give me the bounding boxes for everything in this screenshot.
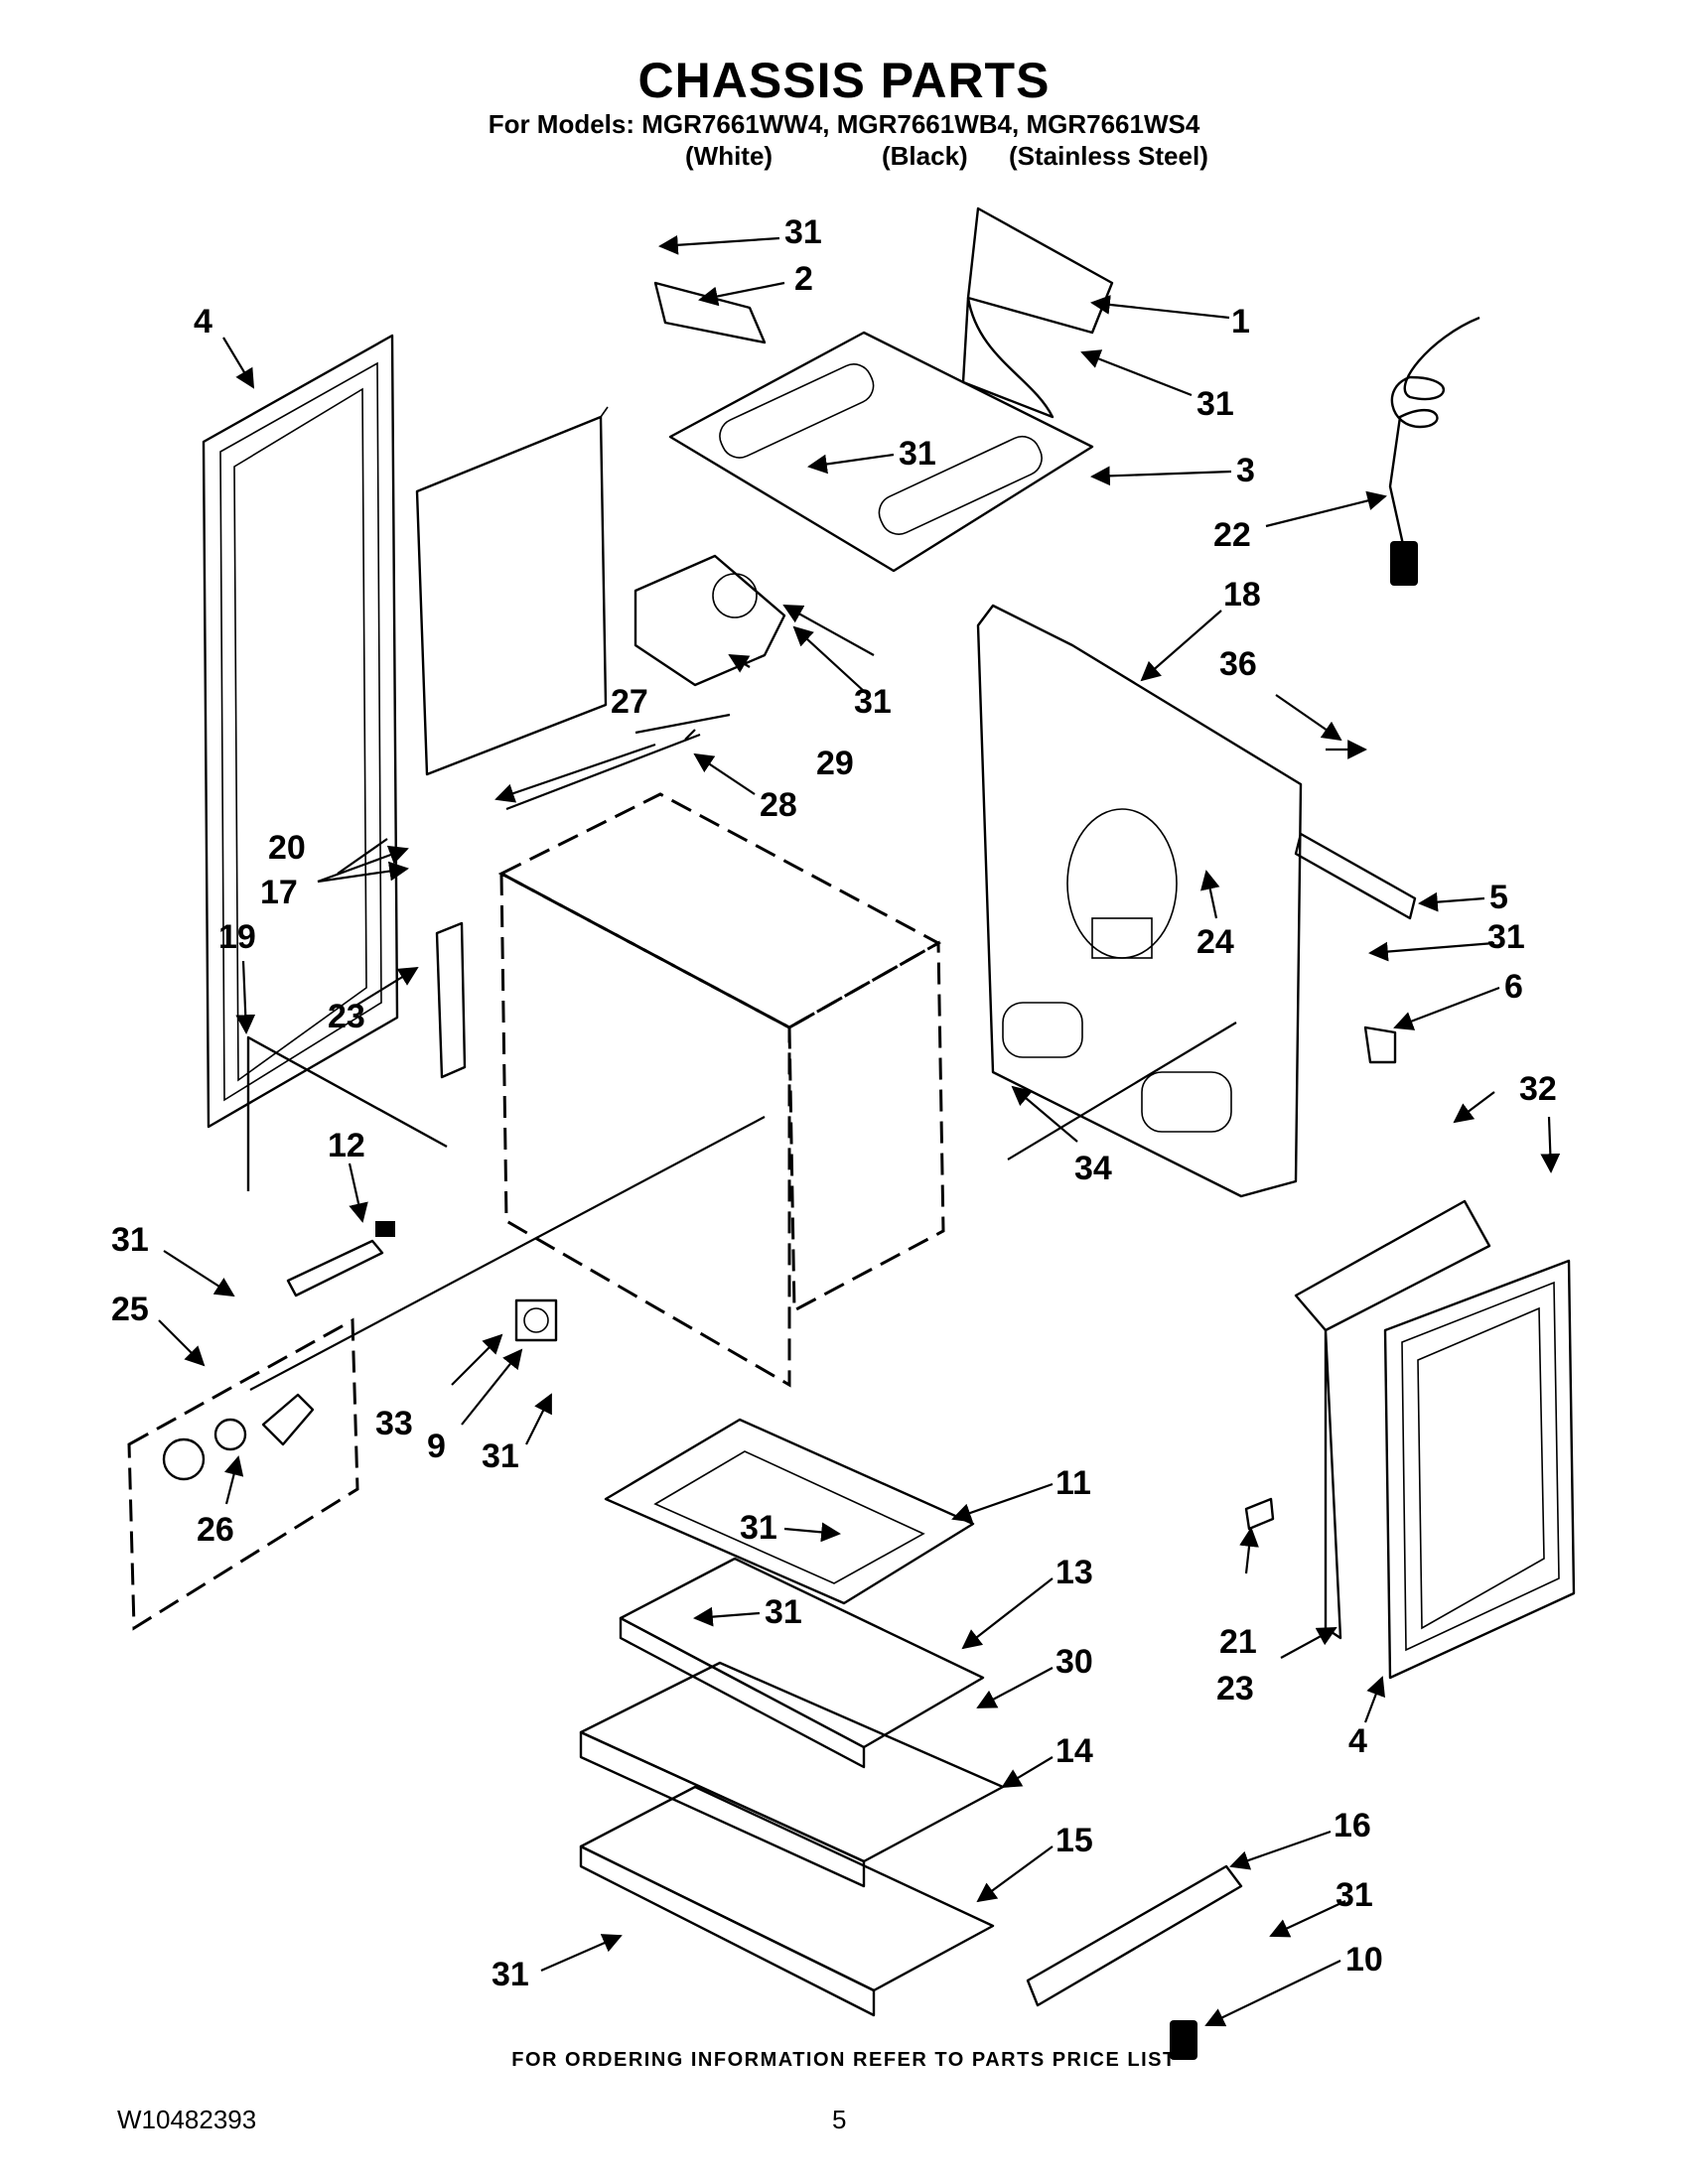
callout-23-right: 23	[1216, 1670, 1254, 1707]
callout-19: 19	[218, 918, 256, 956]
page-number: 5	[832, 2105, 847, 2134]
finish-white: (White)	[685, 141, 774, 171]
callout-24: 24	[1196, 923, 1234, 961]
callout-31-duct: 31	[1196, 385, 1234, 423]
wire-harness	[246, 1035, 448, 1191]
leveling-leg	[1170, 2020, 1197, 2060]
models-line: For Models: MGR7661WW4, MGR7661WB4, MGR7…	[488, 109, 1200, 139]
leader-lines	[158, 234, 1561, 2027]
callout-31-top: 31	[784, 213, 822, 251]
callout-4-left: 4	[194, 303, 212, 341]
callout-36: 36	[1219, 645, 1257, 683]
callout-15: 15	[1055, 1822, 1093, 1859]
callout-29: 29	[816, 745, 854, 782]
callout-numbers: 1 2 3 4 4 5 6 9 10 11 12 13 14 15 16 17 …	[111, 213, 1557, 1993]
callout-14: 14	[1055, 1732, 1093, 1770]
door-clip	[1244, 1497, 1275, 1531]
callout-6: 6	[1504, 968, 1523, 1006]
callout-2: 2	[794, 260, 813, 298]
finish-stainless: (Stainless Steel)	[1009, 141, 1208, 171]
top-bracket	[653, 281, 767, 344]
side-panel-left	[202, 334, 399, 1129]
top-vent-duct	[961, 206, 1114, 419]
ordering-note: FOR ORDERING INFORMATION REFER TO PARTS …	[511, 2049, 1177, 2071]
callout-11: 11	[1055, 1464, 1091, 1502]
callout-31-bottom: 31	[492, 1956, 529, 1993]
callout-22: 22	[1213, 516, 1251, 554]
callout-9: 9	[427, 1428, 446, 1465]
gas-regulator	[633, 554, 786, 687]
safety-valve	[514, 1298, 558, 1342]
oven-cavity-outline	[497, 792, 945, 1388]
power-cord	[1388, 316, 1480, 586]
hinge-bracket-left	[435, 921, 467, 1079]
callout-32: 32	[1519, 1070, 1557, 1108]
storage-drawer	[579, 1661, 1005, 1888]
callout-5: 5	[1489, 879, 1508, 916]
callout-1: 1	[1231, 303, 1250, 341]
callout-31-igniter: 31	[111, 1221, 149, 1259]
broiler-pan	[604, 1418, 975, 1605]
callout-27: 27	[611, 683, 648, 721]
callout-23-left: 23	[328, 998, 365, 1035]
oven-igniter	[286, 1221, 395, 1297]
callout-31-bracket: 31	[1487, 918, 1525, 956]
callout-34: 34	[1074, 1150, 1112, 1187]
callout-10: 10	[1345, 1941, 1383, 1979]
callout-30: 30	[1055, 1643, 1093, 1681]
callout-4-right: 4	[1348, 1722, 1367, 1760]
knob-assembly-box	[127, 1317, 359, 1631]
top-panel	[668, 331, 1094, 573]
callout-31-broiler: 31	[740, 1509, 777, 1547]
callout-26: 26	[197, 1511, 234, 1549]
finish-black: (Black)	[882, 141, 968, 171]
document-number: W10482393	[117, 2105, 257, 2134]
page-title: CHASSIS PARTS	[637, 53, 1051, 108]
callout-18: 18	[1223, 576, 1261, 614]
back-panel	[976, 604, 1303, 1198]
side-panel-right	[1383, 1259, 1576, 1680]
callout-17: 17	[260, 874, 298, 911]
callout-31-valve: 31	[482, 1437, 519, 1475]
callout-13: 13	[1055, 1554, 1093, 1591]
callout-3: 3	[1236, 452, 1255, 489]
drawer-tray	[619, 1557, 985, 1769]
callout-31-rail: 31	[1336, 1876, 1373, 1914]
callout-31-panel: 31	[899, 435, 936, 473]
rear-rail	[1294, 832, 1417, 920]
callout-28: 28	[760, 786, 797, 824]
callout-31-regulator: 31	[854, 683, 892, 721]
callout-20: 20	[268, 829, 306, 867]
callout-21: 21	[1219, 1623, 1257, 1661]
leveling-rail	[1026, 1864, 1243, 2007]
callout-33: 33	[375, 1405, 413, 1442]
side-inner-panel	[415, 406, 609, 776]
callout-16: 16	[1334, 1807, 1371, 1844]
callout-31-tray: 31	[765, 1593, 802, 1631]
side-inner-panel-right	[1294, 1199, 1491, 1640]
anti-tip-bracket	[1363, 1025, 1397, 1064]
callout-25: 25	[111, 1291, 149, 1328]
callout-12: 12	[328, 1127, 365, 1164]
bottom-panel	[579, 1785, 995, 2017]
